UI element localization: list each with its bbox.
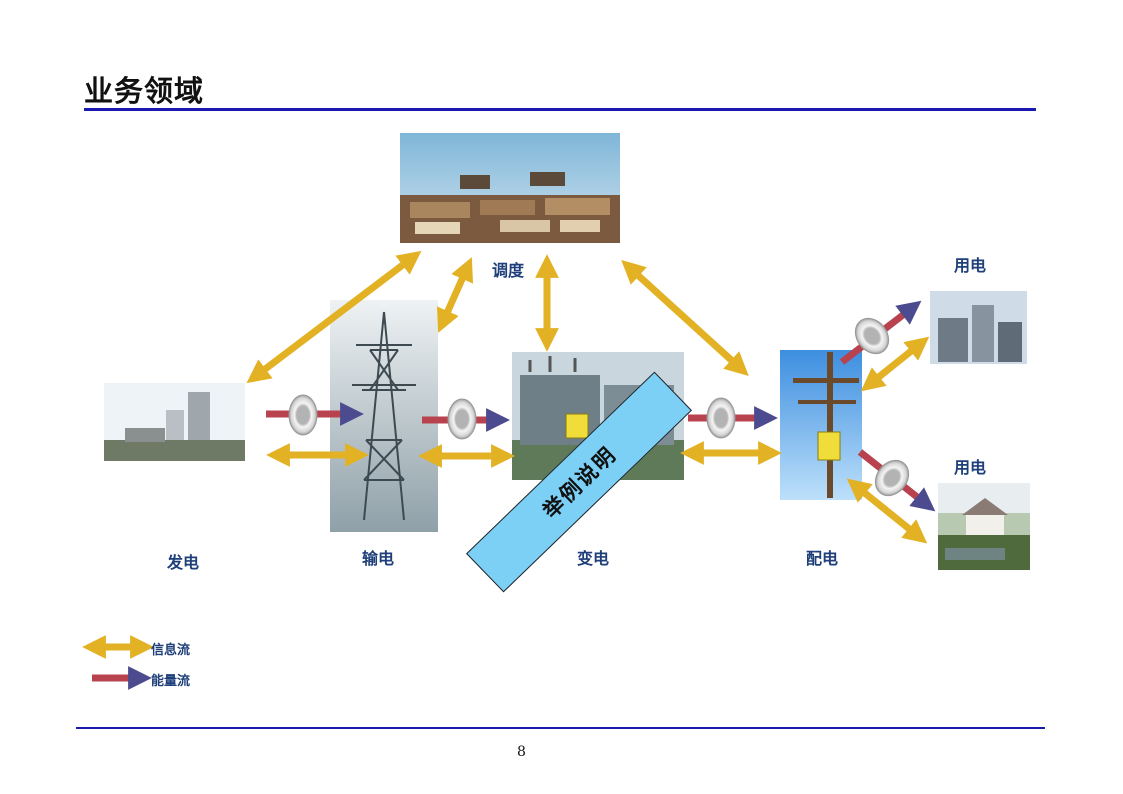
page-number: 8: [517, 744, 526, 760]
node-label-transmission: 输电: [362, 549, 395, 568]
node-label-dispatch: 调度: [492, 261, 525, 280]
insulator-ring-icon: [706, 397, 736, 439]
info-flow-distribution-dispatch: [621, 259, 749, 377]
page-title: 业务领域: [84, 74, 205, 108]
node-label-generation: 发电: [167, 553, 200, 572]
info-flow-transmission-dispatch: [436, 257, 474, 333]
info-flow-distribution-consumer1: [860, 336, 930, 392]
footer-divider: [76, 727, 1045, 729]
insulator-ring-icon: [874, 459, 910, 497]
node-label-consumption-1: 用电: [954, 256, 987, 275]
node-label-distribution: 配电: [806, 549, 839, 568]
title-divider: [84, 108, 1036, 111]
insulator-ring-icon: [854, 317, 890, 355]
insulator-icons: [288, 317, 910, 497]
generation-image: [104, 383, 245, 461]
insulator-ring-icon: [447, 398, 477, 440]
legend-info-label: 信息流: [151, 643, 191, 658]
info-flow-generation-dispatch: [246, 250, 422, 384]
info-flow-distribution-consumer2: [846, 478, 928, 544]
consumption-industrial-image: [930, 291, 1027, 364]
node-label-consumption-2: 用电: [954, 458, 987, 477]
consumption-residential-image: [938, 483, 1030, 570]
info-flows: [246, 250, 930, 544]
legend-energy-label: 能量流: [151, 674, 191, 689]
node-label-substation: 变电: [577, 549, 610, 568]
distribution-pole-image: [780, 350, 862, 500]
dispatch-image: [400, 133, 620, 243]
insulator-ring-icon: [288, 394, 318, 436]
